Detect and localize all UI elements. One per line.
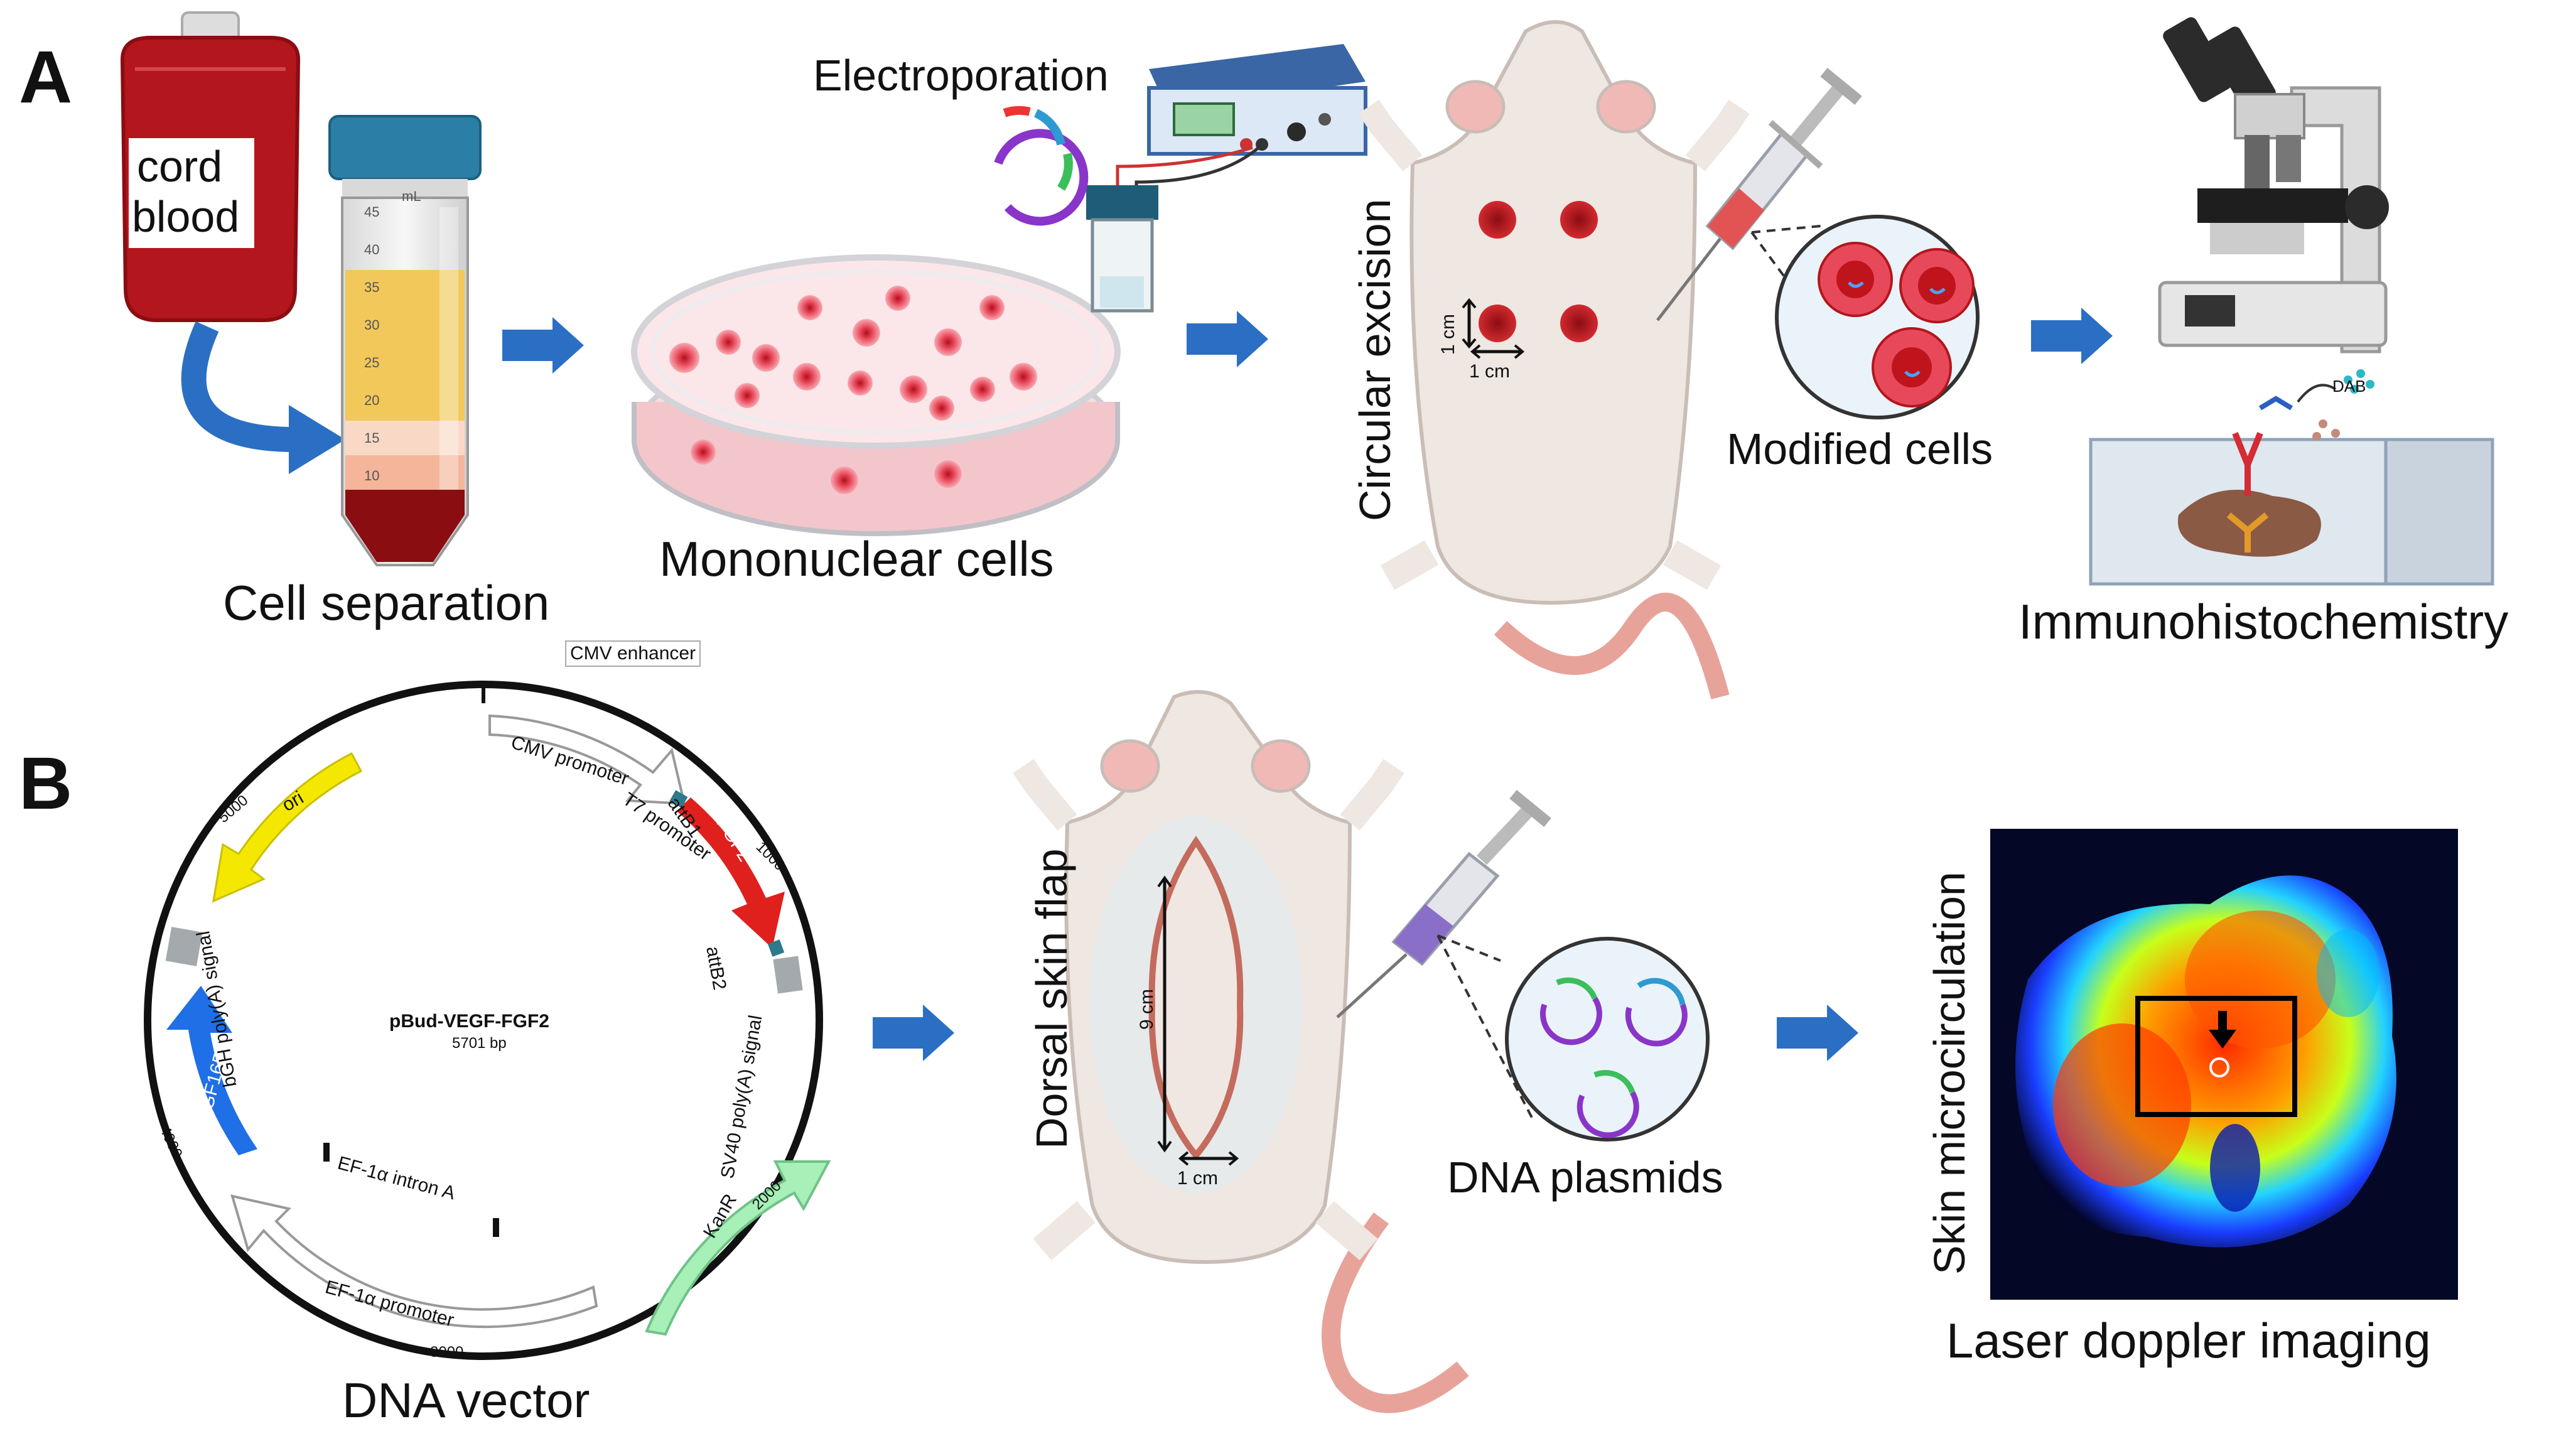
immunohistochemistry-label: Immunohistochemistry [2018, 594, 2509, 649]
dab-label: DAB [2332, 377, 2366, 396]
arrow-icon [1777, 1005, 1858, 1061]
curved-arrow-head-icon [289, 405, 345, 474]
cord-blood-label-1: cord [137, 142, 223, 191]
dna-plasmids-label: DNA plasmids [1447, 1153, 1723, 1202]
circular-excision-label: Circular excision [1350, 198, 1399, 521]
laser-doppler-label: Laser doppler imaging [1946, 1313, 2431, 1368]
arrow-icon [1187, 311, 1268, 367]
zoom-lines [1436, 934, 1533, 1118]
dorsal-skin-flap-label: Dorsal skin flap [1027, 848, 1076, 1149]
microscope-slide-icon [2089, 369, 2494, 586]
tube-tick: 35 [364, 279, 380, 295]
rat-flap-icon [1013, 690, 1469, 1413]
scale-horizontal-label: 1 cm [1469, 361, 1511, 382]
plasmid-icon [994, 106, 1089, 226]
mononuclear-cells-label: Mononuclear cells [659, 531, 1054, 586]
plasmid-cmv-enhancer: CMV enhancer [565, 640, 701, 667]
plasmid-tick-3000: 3000 [430, 1344, 464, 1361]
scale-vertical-label: 1 cm [1438, 313, 1458, 355]
curved-arrow-icon [181, 321, 296, 452]
arrow-icon [2031, 308, 2113, 364]
panel-label-b: B [19, 742, 73, 825]
centrifuge-tube-icon [328, 115, 482, 566]
electroporator-icon [1086, 44, 1367, 313]
modified-cells-magnifier [1775, 215, 1980, 419]
cell-separation-label: Cell separation [223, 575, 550, 630]
plasmid-name: pBud-VEGF-FGF2 [389, 1011, 549, 1032]
tube-tick: 45 [364, 204, 380, 220]
petri-dish-icon [631, 254, 1121, 536]
plasmid-map [144, 681, 831, 1360]
tube-tick: 15 [364, 430, 380, 446]
cord-blood-label-2: blood [132, 192, 240, 241]
tube-tick: 40 [364, 242, 380, 257]
tube-tick: 25 [364, 355, 380, 370]
syringe-icon [1336, 790, 1551, 1018]
syringe-icon [1656, 68, 1862, 321]
flap-length-label: 9 cm [1136, 988, 1157, 1030]
blood-bag-icon [120, 11, 301, 322]
modified-cells-label: Modified cells [1727, 424, 1993, 473]
tube-tick: 30 [364, 317, 380, 333]
laser-doppler-image [1990, 829, 2458, 1300]
tube-unit: mL [402, 188, 421, 204]
panel-label-a: A [19, 36, 73, 119]
electroporation-label: Electroporation [813, 51, 1109, 100]
microscope-icon [2158, 17, 2389, 354]
dna-plasmids-magnifier [1505, 937, 1710, 1141]
arrow-icon [873, 1005, 954, 1061]
tube-tick: 20 [364, 392, 380, 408]
skin-microcirculation-label: Skin microcirculation [1925, 872, 1974, 1275]
arrow-icon [502, 317, 584, 374]
flap-width-label: 1 cm [1177, 1168, 1219, 1189]
dna-vector-label: DNA vector [342, 1373, 590, 1428]
mononuclear-cells [669, 286, 1037, 494]
plasmid-size: 5701 bp [452, 1035, 507, 1052]
rat-excision-icon [1358, 20, 1750, 699]
tube-tick: 10 [364, 468, 380, 483]
